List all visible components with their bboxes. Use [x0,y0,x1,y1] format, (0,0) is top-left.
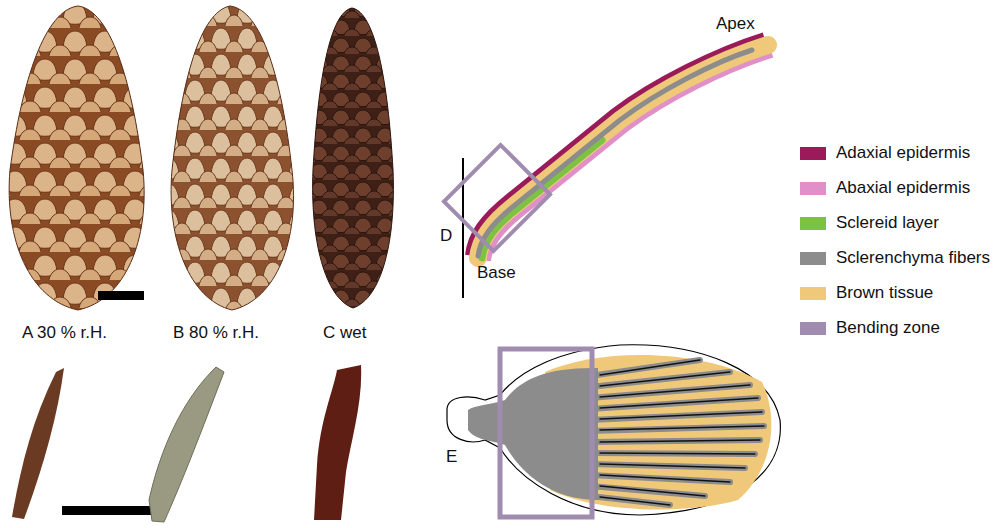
legend-text: Abaxial epidermis [836,178,970,198]
fiber-strands [590,360,764,505]
legend-swatch [800,322,826,335]
legend-text: Sclereid layer [836,213,939,233]
legend-row: Adaxial epidermis [800,143,970,163]
legend-text: Bending zone [836,318,940,338]
legend-swatch [800,287,826,300]
legend-swatch [800,252,826,265]
cone-humid [171,6,293,310]
label-text: C wet [323,323,366,343]
label-text: A 30 % r.H. [22,323,107,343]
label-text: D [440,226,452,246]
label-text: E [446,447,457,467]
label-text: Base [477,263,516,283]
scale-dry [12,368,64,519]
legend-row: Sclerenchyma fibers [800,248,990,268]
legend-text: Sclerenchyma fibers [836,248,990,268]
cone-dry [9,6,144,310]
cone-wet [313,8,394,308]
legend-row: Bending zone [800,318,940,338]
scale-wet [314,365,361,520]
legend-text: Brown tissue [836,283,933,303]
scale-outline [447,345,780,515]
legend-swatch [800,217,826,230]
legend-row: Brown tissue [800,283,933,303]
fiber-region [468,368,598,500]
bending-zone [444,145,550,251]
scale-bar [98,291,144,300]
scale-humid [149,367,224,522]
scale-section [476,43,770,260]
label-text: Apex [716,14,755,34]
legend-swatch [800,147,826,160]
bending-zone [500,349,592,517]
legend-text: Adaxial epidermis [836,143,970,163]
label-text: B 80 % r.H. [173,323,259,343]
legend-swatch [800,182,826,195]
legend-row: Sclereid layer [800,213,939,233]
legend-row: Abaxial epidermis [800,178,970,198]
